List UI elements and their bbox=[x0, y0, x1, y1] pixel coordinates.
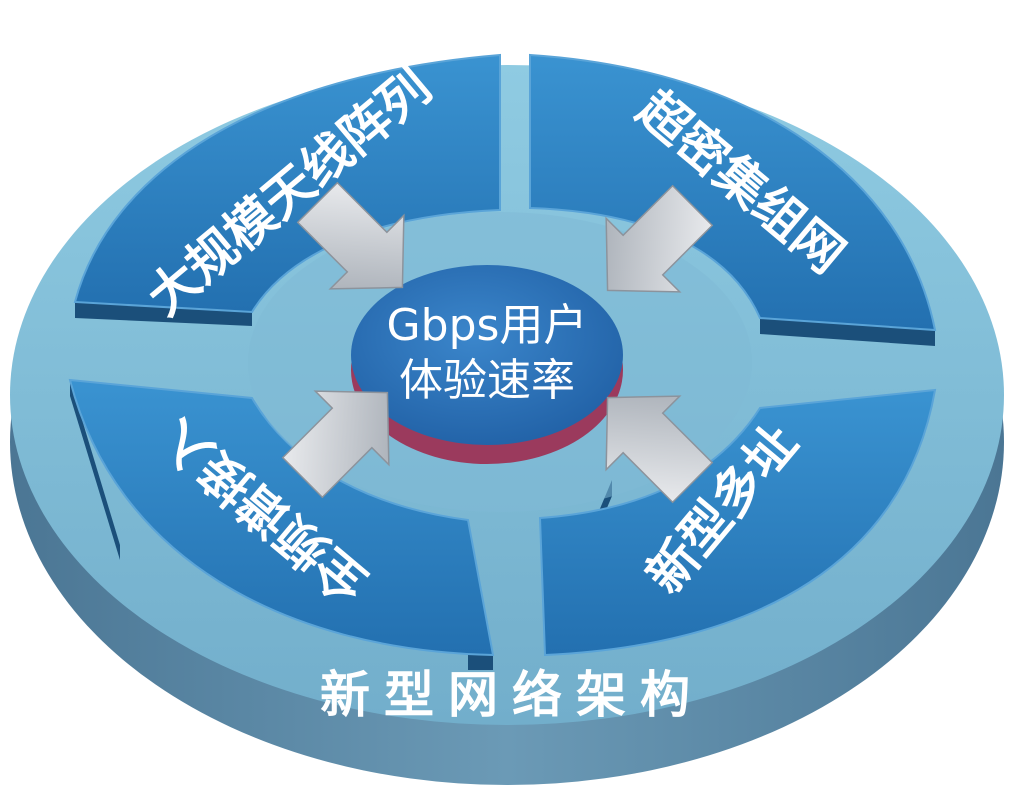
center-label-line2: 体验速率 bbox=[399, 355, 575, 406]
arrow-top-right bbox=[605, 184, 714, 293]
arrow-bottom-left bbox=[281, 390, 390, 499]
outer-ring-label: 新型网络架构 bbox=[320, 666, 704, 724]
center-disc bbox=[351, 265, 623, 445]
arrow-top-left bbox=[296, 181, 405, 290]
arrow-bottom-right bbox=[605, 395, 714, 504]
segment-top-left bbox=[73, 53, 501, 314]
center-label-line1: Gbps用户 bbox=[387, 300, 588, 351]
